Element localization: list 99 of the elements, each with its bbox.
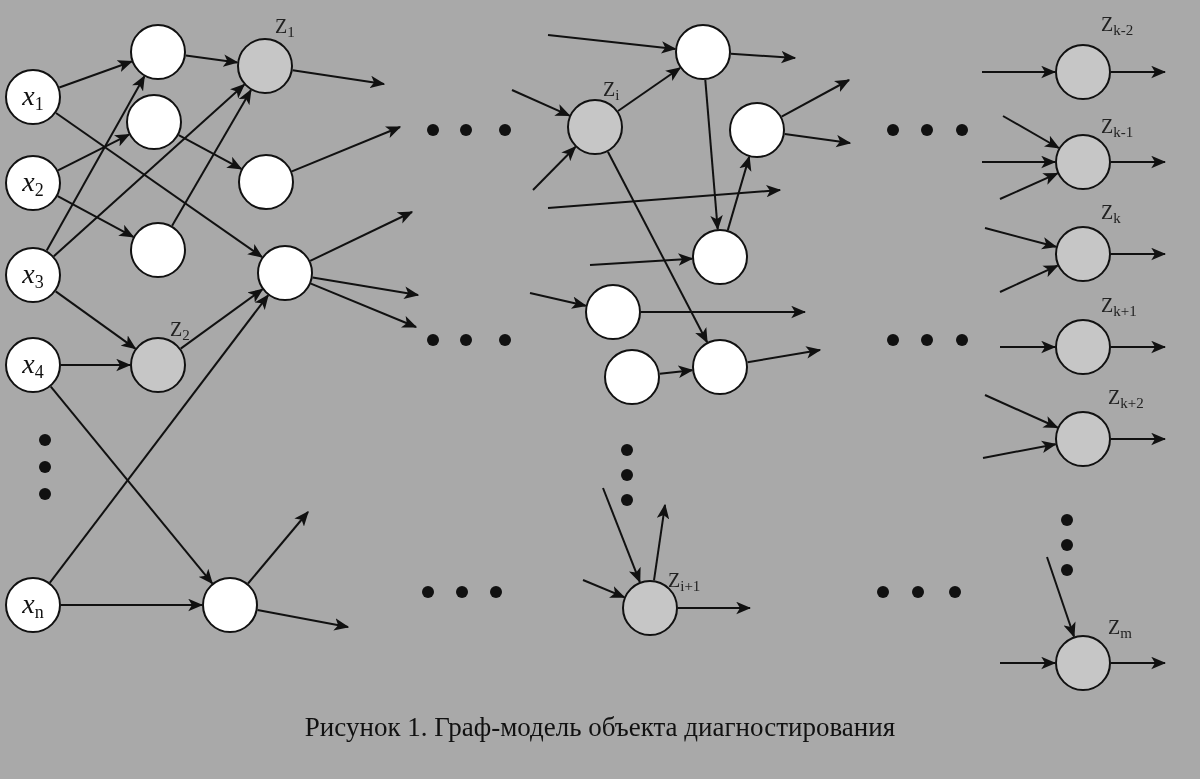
- graph-node: [238, 154, 294, 210]
- graph-node: [692, 229, 748, 285]
- arrow: [780, 79, 851, 118]
- state-node: [1055, 44, 1111, 100]
- arrow: [981, 155, 1057, 169]
- arrow: [981, 65, 1057, 79]
- arrow: [529, 292, 587, 309]
- arrow: [783, 132, 852, 148]
- graph-node: [5, 577, 61, 633]
- graph-node: [675, 24, 731, 80]
- arrow: [640, 305, 807, 319]
- arrow: [309, 211, 414, 262]
- arrow: [57, 133, 131, 172]
- arrow: [1110, 65, 1167, 79]
- arrow: [1110, 340, 1167, 354]
- arrow: [256, 609, 350, 631]
- node-label: Z$_{i}$: [603, 79, 620, 103]
- node-label: Z$_{2}$: [170, 319, 190, 343]
- graph-node: [5, 155, 61, 211]
- arrow: [999, 264, 1059, 293]
- graph-node: [130, 222, 186, 278]
- arrow: [511, 89, 571, 117]
- arrow: [999, 172, 1059, 200]
- node-label: Z$_{i+1}$: [668, 570, 701, 594]
- arrow: [56, 195, 135, 238]
- arrow: [247, 511, 309, 585]
- node-label: Z$_{m}$: [1108, 617, 1132, 641]
- arrow: [1110, 247, 1167, 261]
- arrow: [309, 282, 418, 328]
- arrow: [179, 288, 264, 350]
- state-node: [1055, 134, 1111, 190]
- node-label: x$_{2}$: [22, 167, 44, 199]
- node-label: Z$_{1}$: [275, 16, 295, 40]
- node-label: x$_{4}$: [22, 349, 44, 381]
- graph-node: [202, 577, 258, 633]
- graph-node: [5, 337, 61, 393]
- arrow: [582, 579, 626, 599]
- arrow: [54, 290, 137, 350]
- arrow: [547, 34, 677, 54]
- graph-node: [692, 339, 748, 395]
- arrow: [52, 83, 246, 258]
- arrow: [48, 294, 270, 584]
- arrow: [177, 134, 243, 170]
- arrow: [984, 394, 1059, 429]
- graph-node: [585, 284, 641, 340]
- arrow: [1110, 432, 1167, 446]
- arrow: [726, 155, 752, 232]
- arrow: [60, 358, 132, 372]
- arrow: [171, 89, 252, 227]
- graph-node: [5, 247, 61, 303]
- arrow: [658, 365, 694, 378]
- arrow: [1046, 556, 1076, 638]
- node-label: x$_{n}$: [22, 589, 44, 621]
- arrow: [602, 487, 641, 584]
- arrow: [704, 78, 723, 231]
- caption: Рисунок 1. Граф-модель объекта диагностирования: [304, 712, 896, 743]
- arrow: [746, 346, 822, 364]
- state-node: [1055, 635, 1111, 691]
- node-label: x$_{3}$: [22, 259, 44, 291]
- node-label: Z$_{k+2}$: [1108, 387, 1144, 411]
- arrow: [982, 440, 1057, 459]
- node-label: Z$_{k+1}$: [1101, 295, 1137, 319]
- arrow: [589, 253, 694, 266]
- arrow: [1002, 115, 1060, 149]
- graph-node: [5, 69, 61, 125]
- arrow: [184, 54, 239, 67]
- node-label: x$_{1}$: [22, 81, 44, 113]
- arrow: [532, 146, 577, 191]
- arrow: [49, 385, 214, 585]
- arrow: [729, 50, 797, 64]
- arrow: [1110, 656, 1167, 670]
- arrow: [311, 276, 420, 299]
- state-node: [567, 99, 623, 155]
- graph-node: [126, 94, 182, 150]
- node-label: Z$_{k-2}$: [1101, 14, 1134, 38]
- arrow: [45, 75, 146, 252]
- arrow: [606, 150, 709, 344]
- state-node: [1055, 319, 1111, 375]
- graph-node: [257, 245, 313, 301]
- arrow: [677, 601, 752, 615]
- arrow: [1110, 155, 1167, 169]
- arrow: [291, 69, 386, 89]
- node-label: Z$_{k-1}$: [1101, 116, 1134, 140]
- graph-node: [604, 349, 660, 405]
- state-node: [237, 38, 293, 94]
- arrow: [617, 67, 682, 112]
- arrow: [60, 598, 204, 612]
- arrow: [984, 227, 1058, 250]
- arrow: [999, 340, 1057, 354]
- arrow: [58, 60, 133, 89]
- arrow: [55, 112, 263, 258]
- graph-node: [130, 24, 186, 80]
- arrow: [999, 656, 1057, 670]
- node-label: Z$_{k}$: [1101, 202, 1121, 226]
- arrow: [290, 126, 402, 173]
- state-node: [1055, 411, 1111, 467]
- state-node: [1055, 226, 1111, 282]
- arrow: [653, 503, 670, 582]
- graph-node: [729, 102, 785, 158]
